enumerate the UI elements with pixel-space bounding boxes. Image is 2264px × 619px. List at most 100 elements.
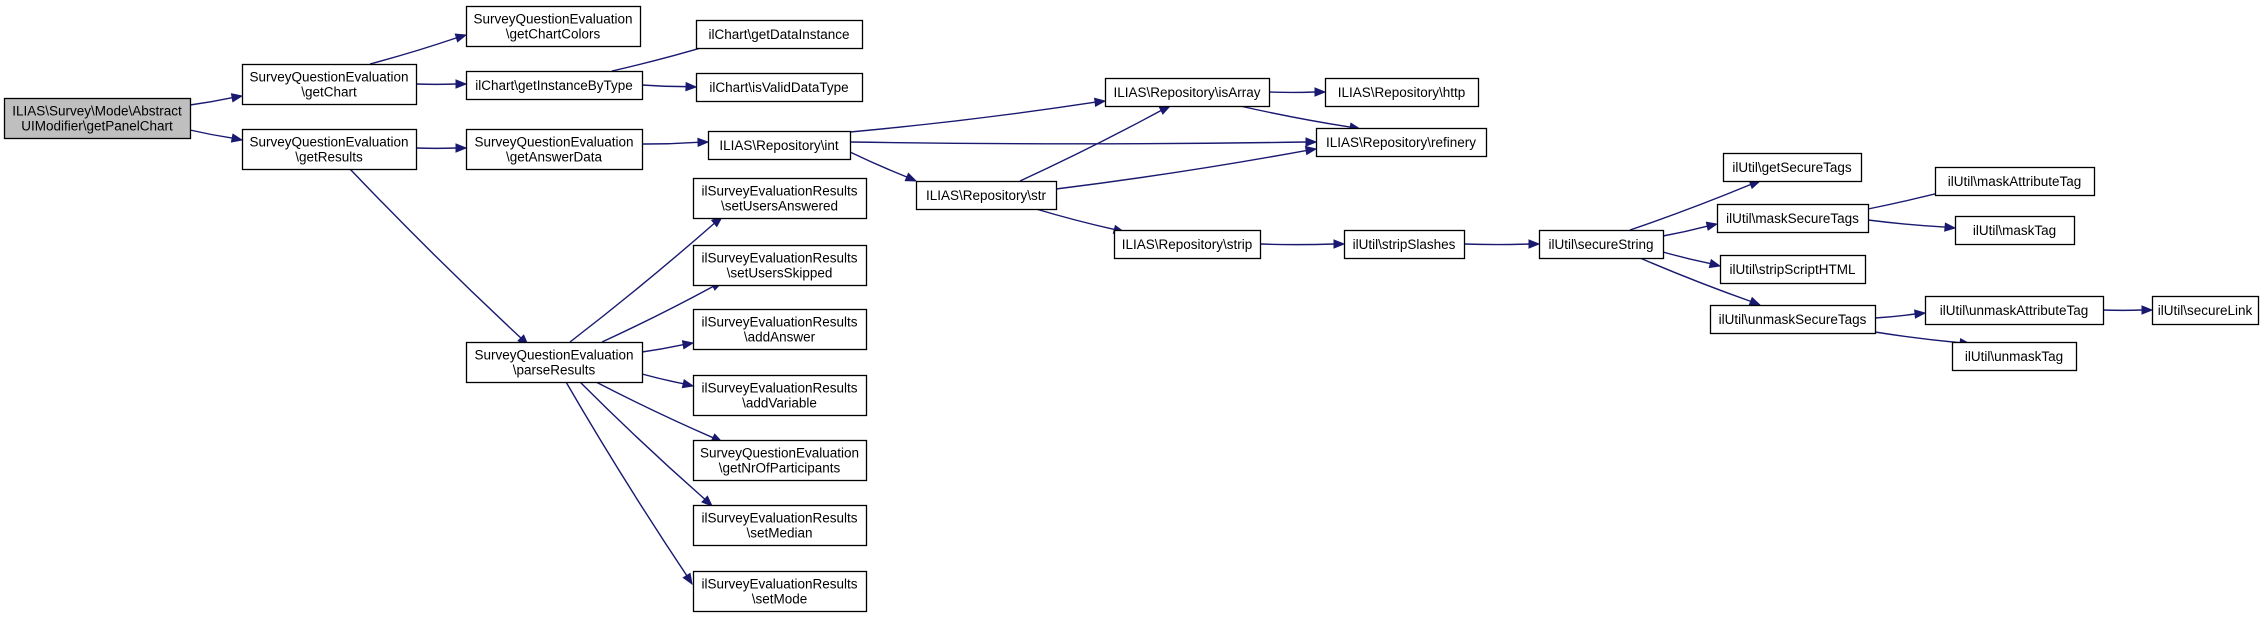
node-box <box>1113 229 1262 260</box>
node-secureLink[interactable]: ilUtil\secureLink <box>2151 295 2260 326</box>
node-repoStr[interactable]: ILIAS\Repository\str <box>915 180 1058 211</box>
edge-line <box>1662 251 1711 265</box>
edge-line <box>1239 105 1351 128</box>
node-getResults[interactable]: SurveyQuestionEvaluation\getResults <box>241 128 418 171</box>
node-getAnswerData[interactable]: SurveyQuestionEvaluation\getAnswerData <box>465 128 644 171</box>
edge-line <box>1874 313 1916 319</box>
node-label: ILIAS\Repository\http <box>1338 85 1466 100</box>
edge-line <box>1629 183 1751 231</box>
edge-secureString-to-stripScriptHTML <box>1662 251 1722 269</box>
edge-line <box>189 129 233 139</box>
node-label: ilSurveyEvaluationResults <box>701 184 857 199</box>
arrowhead-icon <box>455 143 468 153</box>
edge-line <box>641 344 684 353</box>
edge-line <box>369 37 457 65</box>
edge-parseResults-to-addAnswer <box>641 340 695 353</box>
node-getInstanceByType[interactable]: ilChart\getInstanceByType <box>465 70 644 101</box>
node-label: SurveyQuestionEvaluation <box>473 12 632 27</box>
node-box <box>3 97 192 140</box>
edge-repoStr-to-repoIsArray <box>1019 105 1172 182</box>
edge-line <box>1259 243 1335 246</box>
arrowhead-icon <box>904 172 918 182</box>
node-repoIsArray[interactable]: ILIAS\Repository\isArray <box>1104 77 1271 108</box>
node-box <box>241 128 418 171</box>
node-repoHttp[interactable]: ILIAS\Repository\http <box>1324 77 1480 108</box>
edge-line <box>849 151 908 178</box>
edge-parseResults-to-setMedian <box>579 381 713 507</box>
edge-repoInt-to-repoStr <box>849 151 918 182</box>
node-getNrOfParticipants[interactable]: SurveyQuestionEvaluation\getNrOfParticip… <box>692 439 868 482</box>
node-box <box>465 5 642 48</box>
node-label: ilSurveyEvaluationResults <box>701 577 857 592</box>
node-getDataInstance[interactable]: ilChart\getDataInstance <box>695 19 864 50</box>
edge-line <box>1867 219 1946 228</box>
edge-line <box>641 84 687 88</box>
node-setMode[interactable]: ilSurveyEvaluationResults\setMode <box>692 570 868 613</box>
edge-repoStr-to-repoRefinery <box>1055 145 1318 190</box>
edge-line <box>601 285 714 343</box>
node-unmaskSecureTags[interactable]: ilUtil\unmaskSecureTags <box>1709 304 1877 335</box>
edge-line <box>1055 149 1307 190</box>
edge-line <box>641 141 699 145</box>
node-getChart[interactable]: SurveyQuestionEvaluation\getChart <box>241 63 418 106</box>
arrowhead-icon <box>681 378 695 389</box>
edge-line <box>1019 109 1162 182</box>
node-label: \addAnswer <box>744 330 816 345</box>
node-box <box>1924 295 2105 326</box>
node-label: \setMedian <box>746 526 812 541</box>
node-label: SurveyQuestionEvaluation <box>700 446 859 461</box>
node-getSecureTags[interactable]: ilUtil\getSecureTags <box>1722 152 1863 183</box>
edge-getAnswerData-to-repoInt <box>641 137 710 148</box>
node-label: ILIAS\Repository\isArray <box>1113 85 1260 100</box>
node-box <box>692 439 868 482</box>
edge-unmaskSecureTags-to-unmaskAttributeTag <box>1874 309 1927 319</box>
node-unmaskTag[interactable]: ilUtil\unmaskTag <box>1951 341 2078 372</box>
edge-root-to-getChart <box>189 93 244 106</box>
edge-repoIsArray-to-repoRefinery <box>1239 105 1362 132</box>
edge-maskSecureTags-to-maskTag <box>1867 219 1957 232</box>
node-label: SurveyQuestionEvaluation <box>249 70 408 85</box>
node-label: ilUtil\unmaskAttributeTag <box>1940 303 2089 318</box>
node-getChartColors[interactable]: SurveyQuestionEvaluation\getChartColors <box>465 5 642 48</box>
arrowhead-icon <box>230 133 244 143</box>
edge-secureString-to-unmaskSecureTags <box>1639 257 1762 306</box>
node-maskAttributeTag[interactable]: ilUtil\maskAttributeTag <box>1934 166 2096 197</box>
node-maskSecureTags[interactable]: ilUtil\maskSecureTags <box>1716 203 1870 234</box>
edge-getResults-to-parseResults <box>349 168 529 346</box>
node-repoRefinery[interactable]: ILIAS\Repository\refinery <box>1315 127 1488 158</box>
edge-unmaskAttributeTag-to-secureLink <box>2102 305 2154 315</box>
node-label: ilUtil\stripScriptHTML <box>1729 262 1856 277</box>
node-box <box>692 177 868 220</box>
edge-repoInt-to-repoIsArray <box>849 97 1107 133</box>
node-label: SurveyQuestionEvaluation <box>249 135 408 150</box>
arrowhead-icon <box>1333 239 1346 249</box>
node-stripScriptHTML[interactable]: ilUtil\stripScriptHTML <box>1719 254 1867 285</box>
node-box <box>1709 304 1877 335</box>
node-box <box>695 19 864 50</box>
node-addAnswer[interactable]: ilSurveyEvaluationResults\addAnswer <box>692 308 868 351</box>
node-parseResults[interactable]: SurveyQuestionEvaluation\parseResults <box>465 341 644 384</box>
node-stripSlashes[interactable]: ilUtil\stripSlashes <box>1343 229 1466 260</box>
node-isValidDataType[interactable]: ilChart\isValidDataType <box>695 72 864 103</box>
arrowhead-icon <box>1304 145 1318 156</box>
node-repoStrip[interactable]: ILIAS\Repository\strip <box>1113 229 1262 260</box>
edge-getResults-to-getAnswerData <box>415 143 468 153</box>
arrowhead-icon <box>1708 258 1722 269</box>
node-setMedian[interactable]: ilSurveyEvaluationResults\setMedian <box>692 504 868 547</box>
node-addVariable[interactable]: ilSurveyEvaluationResults\addVariable <box>692 374 868 417</box>
node-setUsersSkipped[interactable]: ilSurveyEvaluationResults\setUsersSkippe… <box>692 244 868 287</box>
node-secureString[interactable]: ilUtil\secureString <box>1538 229 1665 260</box>
node-box <box>1538 229 1665 260</box>
arrowhead-icon <box>697 137 710 148</box>
node-label: \setUsersSkipped <box>727 266 833 281</box>
node-maskTag[interactable]: ilUtil\maskTag <box>1954 215 2076 246</box>
node-unmaskAttributeTag[interactable]: ilUtil\unmaskAttributeTag <box>1924 295 2105 326</box>
edge-getChart-to-getChartColors <box>369 33 468 65</box>
node-setUsersAnswered[interactable]: ilSurveyEvaluationResults\setUsersAnswer… <box>692 177 868 220</box>
node-box <box>692 308 868 351</box>
node-root[interactable]: ILIAS\Survey\Mode\AbstractUIModifier\get… <box>3 97 192 140</box>
node-box <box>1716 203 1870 234</box>
arrowhead-icon <box>455 79 468 89</box>
node-repoInt[interactable]: ILIAS\Repository\int <box>707 130 852 161</box>
edge-getInstanceByType-to-isValidDataType <box>641 81 698 92</box>
